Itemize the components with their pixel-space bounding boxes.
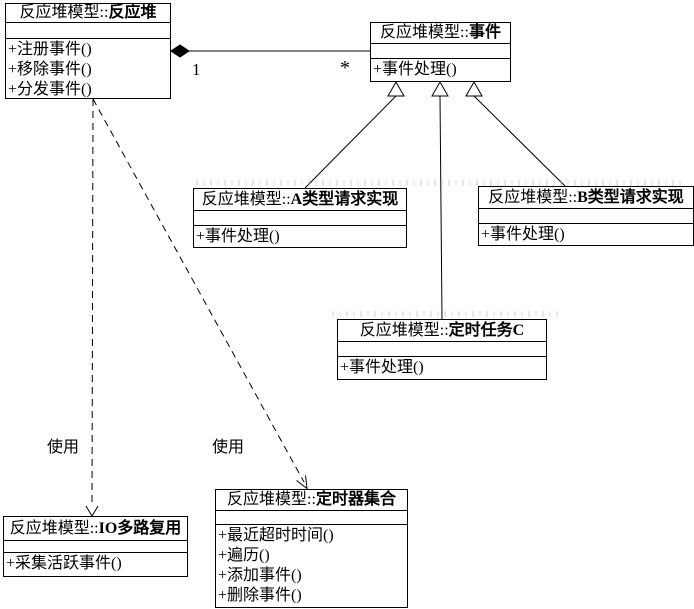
class-timer-set-qualifier: 反应堆模型:: (227, 491, 316, 508)
class-timer-set-methods: +最近超时时间() +遍历() +添加事件() +删除事件() (216, 524, 407, 606)
class-request-b: 反应堆模型::B类型请求实现 +事件处理() (478, 186, 694, 246)
method-register-event: +注册事件() (8, 41, 92, 58)
class-request-a-qualifier: 反应堆模型:: (201, 191, 291, 208)
method-traverse: +遍历() (218, 547, 270, 564)
composition-diamond-icon (170, 44, 190, 58)
generalization-arrow-request-a-icon (387, 80, 405, 97)
class-reactor-qualifier: 反应堆模型:: (19, 4, 109, 21)
dependency-io-label: 使用 (47, 439, 80, 456)
class-timer-task-methods: +事件处理() (338, 356, 546, 378)
class-timer-task-attributes (338, 341, 546, 356)
method-handle-event: +事件处理() (340, 359, 424, 376)
class-io-multiplex-name: IO多路复用 (98, 520, 182, 537)
generalization-arrow-timer-task-icon (431, 80, 449, 97)
method-add-event: +添加事件() (218, 567, 302, 584)
dependency-arrow-timer-icon (296, 475, 308, 490)
class-event-attributes (371, 43, 510, 58)
class-request-b-title: 反应堆模型::B类型请求实现 (479, 187, 693, 208)
class-request-a-title: 反应堆模型::A类型请求实现 (194, 189, 406, 210)
dependency-arrow-io-icon (85, 505, 99, 517)
method-remove-event: +移除事件() (8, 61, 92, 78)
method-handle-event: +事件处理() (373, 61, 457, 78)
class-request-a-name: A类型请求实现 (290, 191, 399, 208)
class-event-methods: +事件处理() (371, 58, 510, 80)
class-io-multiplex-qualifier: 反应堆模型:: (9, 520, 99, 537)
class-event: 反应堆模型::事件 +事件处理() (370, 22, 511, 82)
class-reactor: 反应堆模型::反应堆 +注册事件() +移除事件() +分发事件() (5, 3, 171, 99)
class-request-b-name: B类型请求实现 (577, 189, 684, 206)
class-request-a-methods: +事件处理() (194, 225, 406, 247)
class-io-multiplex-methods: +采集活跃事件() (4, 552, 187, 574)
class-event-name: 事件 (468, 24, 501, 41)
class-event-qualifier: 反应堆模型:: (380, 24, 469, 41)
class-timer-set-title: 反应堆模型::定时器集合 (216, 490, 407, 510)
class-request-a: 反应堆模型::A类型请求实现 +事件处理() (193, 188, 407, 248)
class-io-multiplex-title: 反应堆模型::IO多路复用 (4, 517, 187, 540)
multiplicity-one-label: 1 (192, 60, 201, 79)
generalization-line-request-a (304, 95, 397, 189)
watermark-remnant-top (196, 180, 686, 186)
method-dispatch-event: +分发事件() (8, 81, 92, 98)
class-timer-task-qualifier: 反应堆模型:: (359, 322, 449, 339)
dependency-timer-label: 使用 (212, 439, 245, 456)
class-io-multiplex-attributes (4, 540, 187, 552)
generalization-arrow-request-b-icon (465, 80, 483, 97)
method-handle-event: +事件处理() (196, 228, 280, 245)
class-timer-set-name: 定时器集合 (315, 491, 396, 508)
class-timer-set: 反应堆模型::定时器集合 +最近超时时间() +遍历() +添加事件() +删除… (215, 489, 408, 608)
multiplicity-many-label: * (340, 57, 350, 79)
dependency-line-timer (92, 98, 305, 483)
class-request-b-qualifier: 反应堆模型:: (488, 189, 578, 206)
method-handle-event: +事件处理() (481, 226, 565, 243)
generalization-line-timer-task (439, 95, 443, 320)
method-delete-event: +删除事件() (218, 587, 302, 604)
class-request-b-methods: +事件处理() (479, 223, 693, 245)
class-timer-task: 反应堆模型::定时任务C +事件处理() (337, 319, 547, 380)
method-nearest-timeout: +最近超时时间() (218, 527, 334, 544)
class-reactor-name: 反应堆 (108, 4, 157, 21)
class-reactor-methods: +注册事件() +移除事件() +分发事件() (6, 38, 170, 100)
class-io-multiplex: 反应堆模型::IO多路复用 +采集活跃事件() (3, 516, 188, 577)
dependency-line-io (91, 98, 94, 508)
method-collect-active-events: +采集活跃事件() (6, 555, 122, 572)
class-request-a-attributes (194, 210, 406, 225)
class-request-b-attributes (479, 208, 693, 223)
class-reactor-attributes (6, 22, 170, 38)
generalization-line-request-b (473, 95, 566, 187)
class-event-title: 反应堆模型::事件 (371, 23, 510, 43)
class-timer-task-title: 反应堆模型::定时任务C (338, 320, 546, 341)
class-timer-set-attributes (216, 510, 407, 524)
watermark-remnant-middle (332, 311, 558, 317)
class-timer-task-name: 定时任务C (448, 322, 525, 339)
class-reactor-title: 反应堆模型::反应堆 (6, 4, 170, 22)
